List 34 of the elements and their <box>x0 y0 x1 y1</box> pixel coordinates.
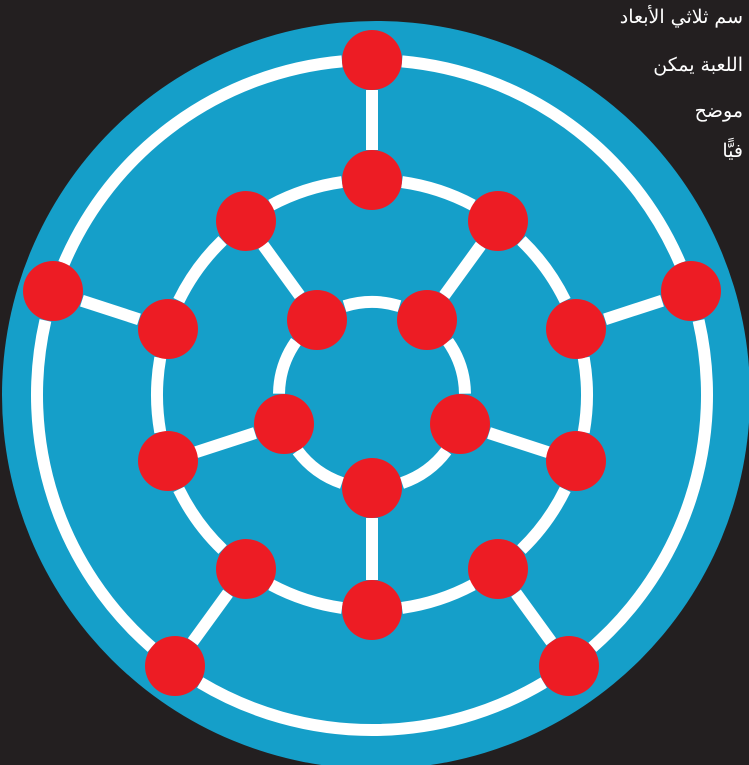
connector-line <box>401 55 686 266</box>
connector-line <box>31 319 156 652</box>
caption-text: موضح <box>694 100 743 123</box>
connector-line <box>268 176 344 211</box>
connector-line <box>343 296 401 312</box>
connector-line <box>273 338 302 394</box>
connector-line <box>400 446 452 489</box>
connector-line <box>603 295 664 325</box>
connector-line <box>517 486 570 554</box>
caption-text: سم ثلاثي الأبعاد <box>620 6 743 29</box>
connector-line <box>366 518 378 580</box>
connector-line <box>400 176 476 211</box>
caption-text: اللعبة يمكن <box>653 54 743 77</box>
connector-line <box>442 338 471 394</box>
connector-line <box>258 242 305 299</box>
connector-line <box>197 677 547 736</box>
connector-line <box>194 427 257 458</box>
connector-line <box>188 590 233 646</box>
connector-line <box>511 590 556 646</box>
connector-line <box>578 356 593 434</box>
connector-line <box>268 579 344 614</box>
connector-line <box>292 446 344 489</box>
caption-text: فيًّا <box>722 140 743 163</box>
connector-line <box>487 427 550 458</box>
connector-line <box>400 579 476 614</box>
connector-line <box>174 236 227 304</box>
connector-line <box>517 236 570 304</box>
connector-line <box>439 242 486 299</box>
connector-line <box>174 486 227 554</box>
connector-line <box>80 295 141 325</box>
connector-line <box>366 90 378 150</box>
connector-line <box>58 55 343 266</box>
connector-line <box>588 319 713 652</box>
connector-line <box>151 356 166 434</box>
